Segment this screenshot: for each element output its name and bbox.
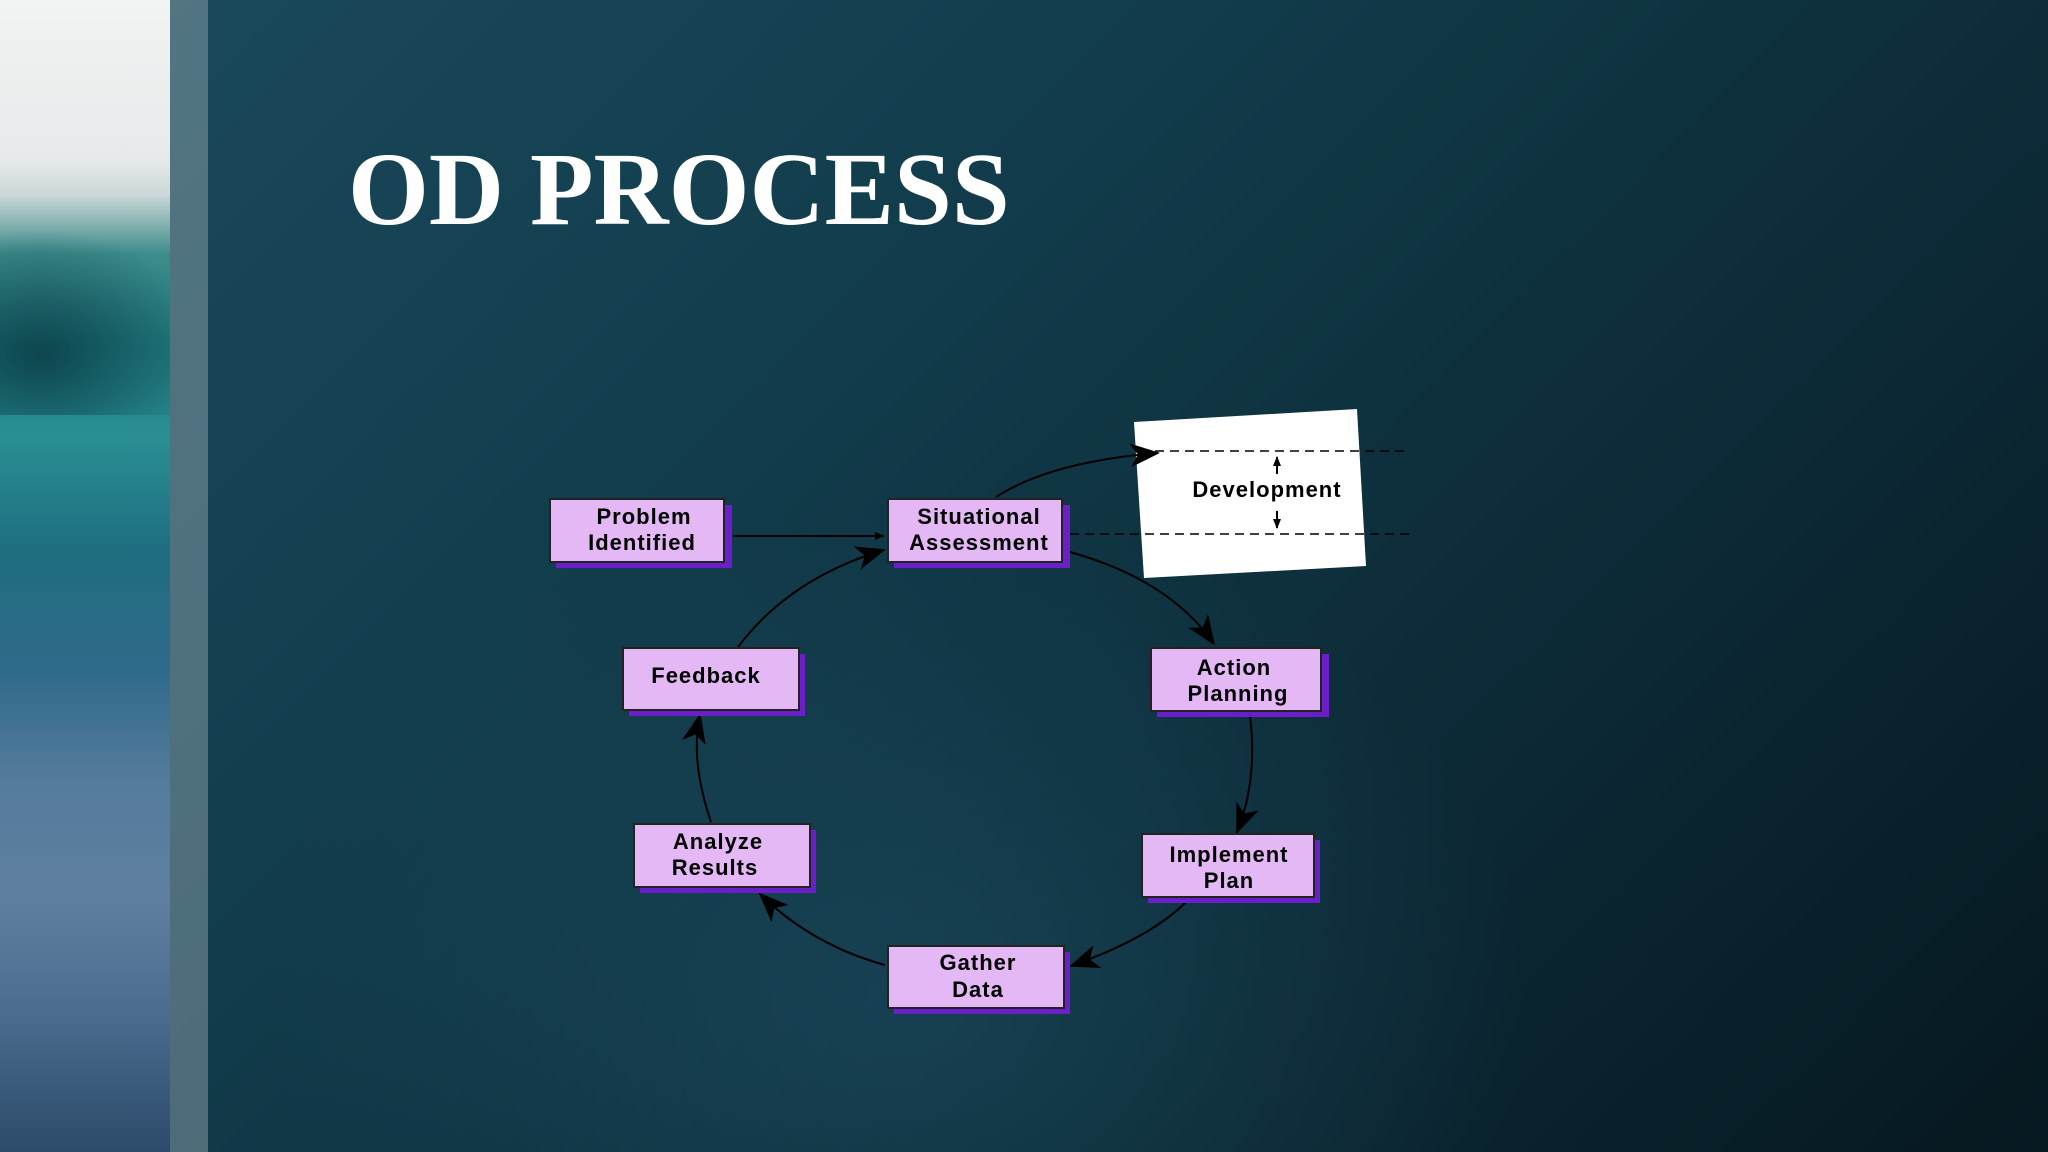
node-label-line-1: Analyze [673,829,763,854]
node-label-line-1: Implement [1169,842,1288,867]
node-label-line-1: Action [1197,655,1271,680]
vertical-accent-band [170,0,208,1152]
node-box [622,647,800,711]
cycle-arrows [682,443,1259,968]
arrow-action-planning-to-implement-plan [1236,715,1259,834]
wave-curl [0,155,170,415]
arrow-implement-plan-to-gather-data [1069,901,1187,968]
node-box [887,498,1063,563]
arrow-analyze-results-to-feedback [682,713,712,823]
node-box [887,945,1065,1009]
node-label-line-1: Situational [917,504,1040,529]
development-panel: Development [1070,409,1410,578]
node-gather-data: Gather Data [887,945,1070,1014]
arrow-assessment-to-development [995,443,1160,498]
arrow-assessment-to-action-planning [1069,551,1216,646]
node-situational-assessment: Situational Assessment [887,498,1070,568]
node-label-line-1: Gather [940,950,1017,975]
node-label-line-2: Planning [1188,681,1289,706]
node-label-line-1: Problem [596,504,691,529]
node-box [1141,833,1315,898]
development-label: Development [1192,477,1341,502]
node-box [633,823,811,888]
node-label-line-1: Feedback [651,663,761,688]
node-label-line-2: Assessment [909,530,1049,555]
arrow-gather-data-to-analyze-results [758,892,886,966]
node-implement-plan: Implement Plan [1141,833,1320,903]
node-label-line-2: Results [672,855,758,880]
node-label-line-2: Plan [1204,868,1254,893]
node-box [549,498,725,563]
arrow-feedback-to-assessment [737,546,886,648]
node-analyze-results: Analyze Results [633,823,816,893]
node-action-planning: Action Planning [1150,647,1329,717]
node-label-line-2: Identified [588,530,696,555]
node-label-line-2: Data [952,977,1004,1002]
node-box [1150,647,1322,712]
node-problem-identified: Problem Identified [549,498,732,568]
node-feedback: Feedback [622,647,805,716]
slide-title: OD PROCESS [348,132,1010,247]
